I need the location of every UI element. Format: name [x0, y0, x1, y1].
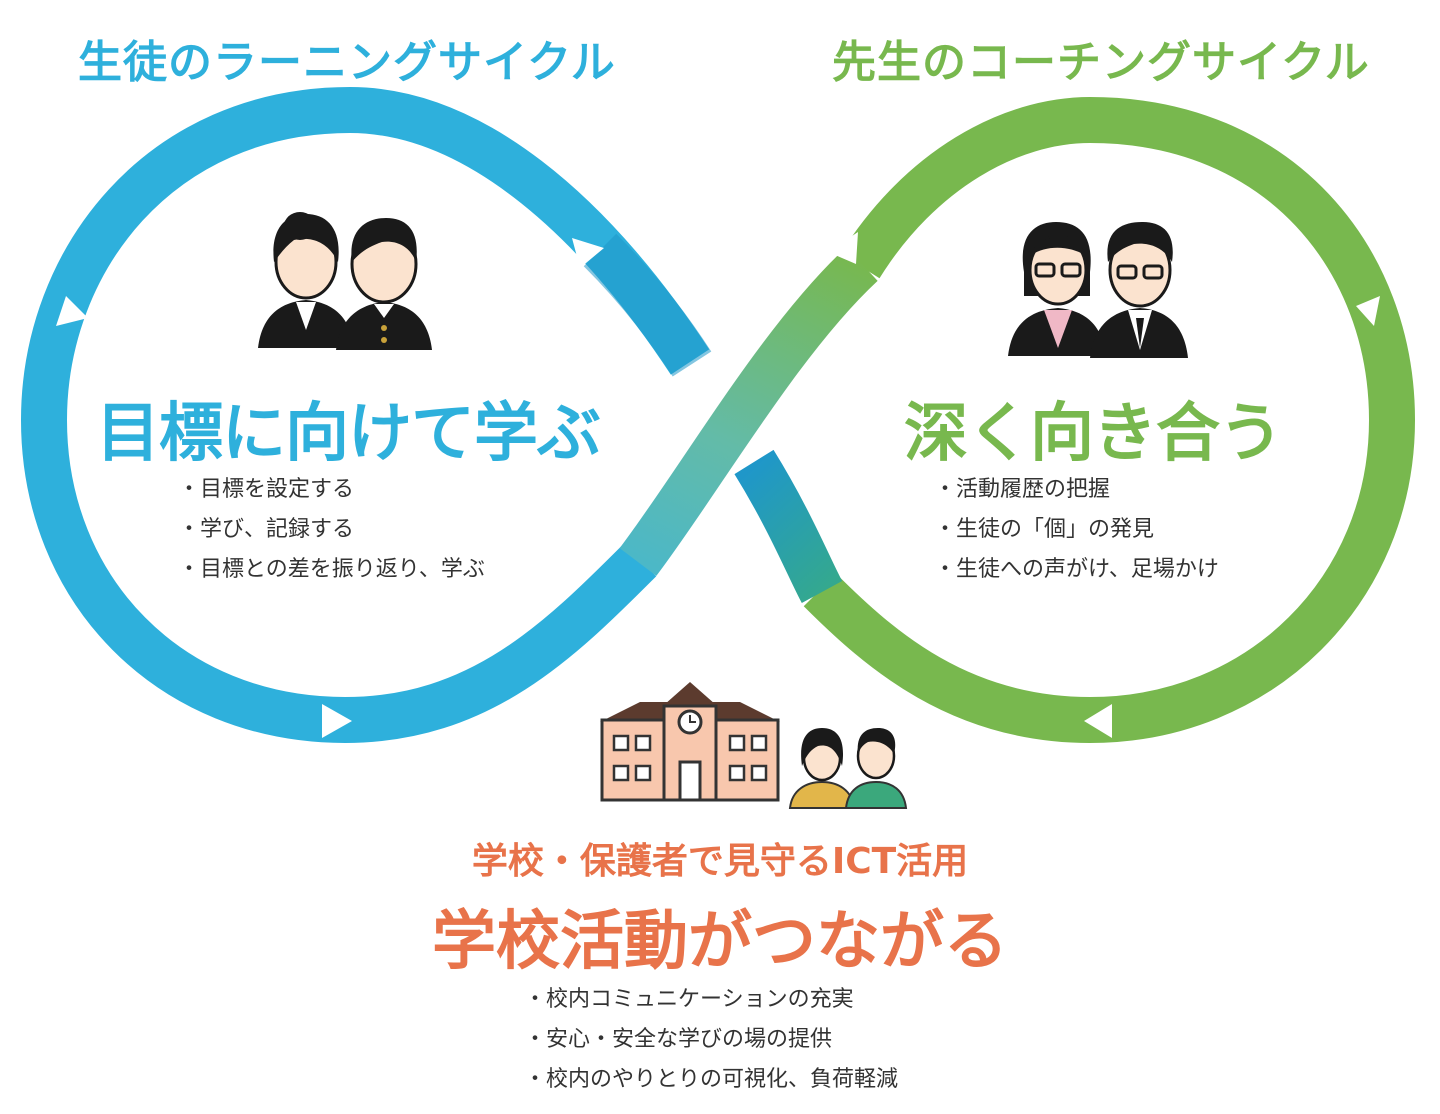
arrow-icon	[56, 296, 88, 326]
student-cycle-loop	[20, 86, 710, 744]
arrow-icon	[572, 238, 604, 268]
list-item: 目標を設定する	[178, 470, 485, 510]
list-item: 校内のやりとりの可視化、負荷軽減	[524, 1060, 898, 1100]
teacher-cycle-loop	[803, 96, 1416, 744]
student-cycle-list: 目標を設定する 学び、記録する 目標との差を振り返り、学ぶ	[178, 470, 485, 590]
list-item: 安心・安全な学びの場の提供	[524, 1020, 898, 1060]
crossing-band-rising	[619, 247, 878, 576]
list-item: 学び、記録する	[178, 510, 485, 550]
student-pair-icon	[258, 212, 432, 350]
school-list: 校内コミュニケーションの充実 安心・安全な学びの場の提供 校内のやりとりの可視化…	[524, 980, 898, 1100]
parents-icon	[788, 728, 908, 809]
arrow-icon	[1356, 296, 1380, 326]
list-item: 目標との差を振り返り、学ぶ	[178, 550, 485, 590]
crossing-band-falling	[734, 449, 843, 604]
list-item: 活動履歴の把握	[934, 470, 1219, 510]
arrow-icon	[1084, 704, 1112, 738]
list-item: 生徒の「個」の発見	[934, 510, 1219, 550]
list-item: 生徒への声がけ、足場かけ	[934, 550, 1219, 590]
teacher-cycle-list: 活動履歴の把握 生徒の「個」の発見 生徒への声がけ、足場かけ	[934, 470, 1219, 590]
school-heading: 学校活動がつながる	[432, 905, 1008, 979]
arrow-icon	[322, 704, 352, 738]
teacher-cycle-title: 先生のコーチングサイクル	[832, 37, 1370, 88]
school-building-icon	[600, 682, 780, 802]
student-cycle-heading: 目標に向けて学ぶ	[96, 397, 601, 471]
list-item: 校内コミュニケーションの充実	[524, 980, 898, 1020]
teacher-cycle-heading: 深く向き合う	[904, 397, 1283, 471]
crossing-band-upper	[583, 233, 712, 377]
school-subtitle: 学校・保護者で見守るICT活用	[471, 841, 969, 882]
arrow-icon	[828, 232, 858, 264]
student-cycle-title: 生徒のラーニングサイクル	[78, 37, 616, 88]
teacher-pair-icon	[1008, 222, 1188, 358]
